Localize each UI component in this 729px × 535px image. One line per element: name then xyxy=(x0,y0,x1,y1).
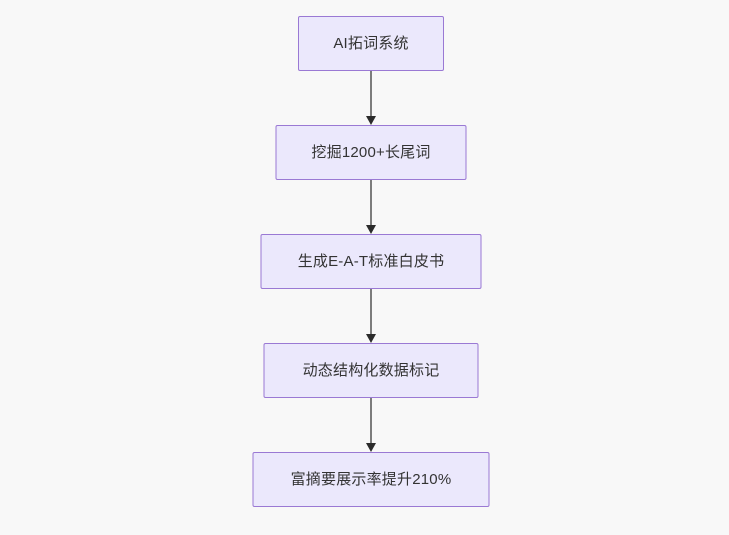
edge-line xyxy=(370,180,372,226)
edge-line xyxy=(370,71,372,117)
edge-line xyxy=(370,398,372,444)
flow-node-n3[interactable]: 生成E-A-T标准白皮书 xyxy=(260,234,482,289)
arrowhead-down-icon xyxy=(365,334,376,343)
flow-edge-n3-to-n4 xyxy=(364,289,378,343)
flow-node-n2[interactable]: 挖掘1200+长尾词 xyxy=(275,125,467,180)
arrowhead-down-icon xyxy=(365,443,376,452)
flow-node-label: 动态结构化数据标记 xyxy=(302,362,440,379)
flow-edge-n2-to-n3 xyxy=(364,180,378,234)
flow-node-n4[interactable]: 动态结构化数据标记 xyxy=(263,343,479,398)
flow-edge-n4-to-n5 xyxy=(364,398,378,452)
flow-node-n1[interactable]: AI拓词系统 xyxy=(298,16,444,71)
flow-edge-n1-to-n2 xyxy=(364,71,378,125)
flow-node-label: 富摘要展示率提升210% xyxy=(290,471,452,488)
flow-node-label: 生成E-A-T标准白皮书 xyxy=(297,253,445,270)
flow-node-n5[interactable]: 富摘要展示率提升210% xyxy=(252,452,490,507)
flow-node-label: 挖掘1200+长尾词 xyxy=(311,144,431,161)
arrowhead-down-icon xyxy=(365,116,376,125)
arrowhead-down-icon xyxy=(365,225,376,234)
flow-node-label: AI拓词系统 xyxy=(333,35,409,52)
edge-line xyxy=(370,289,372,335)
